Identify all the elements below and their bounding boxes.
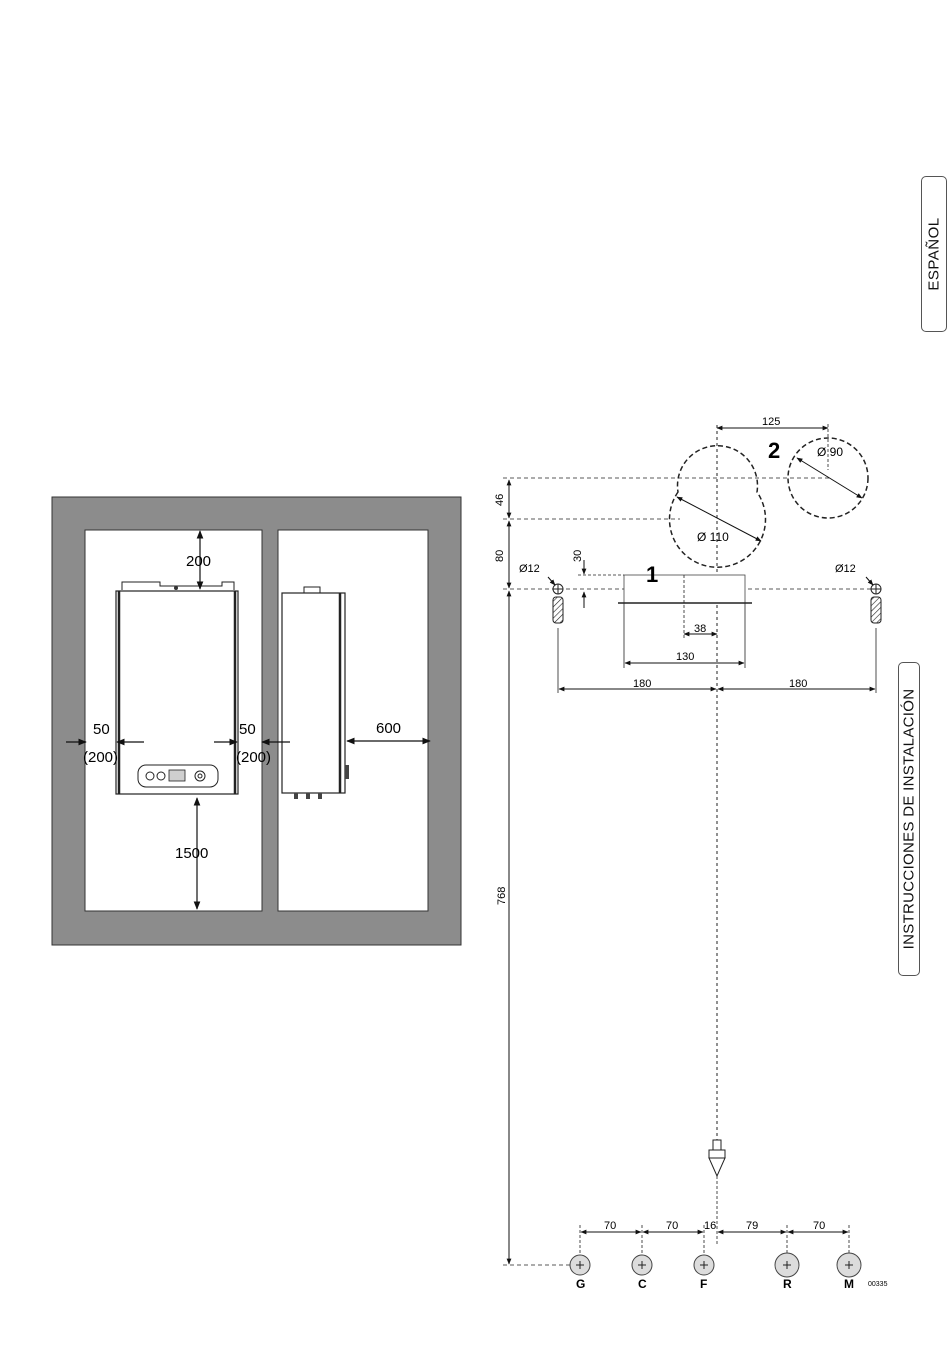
dim-bottom-label: 1500 [175,845,208,862]
dim-right-label: 50 [239,721,256,738]
dim-top-label: 200 [186,553,211,570]
dim-left-alt-label: (200) [83,749,118,766]
boiler-display [169,770,185,781]
dim-right-alt-label: (200) [236,749,271,766]
dim-front-label: 600 [376,720,401,737]
boiler-front-view [116,582,238,794]
boiler-side-view [282,587,349,799]
dim-left-label: 50 [93,721,110,738]
